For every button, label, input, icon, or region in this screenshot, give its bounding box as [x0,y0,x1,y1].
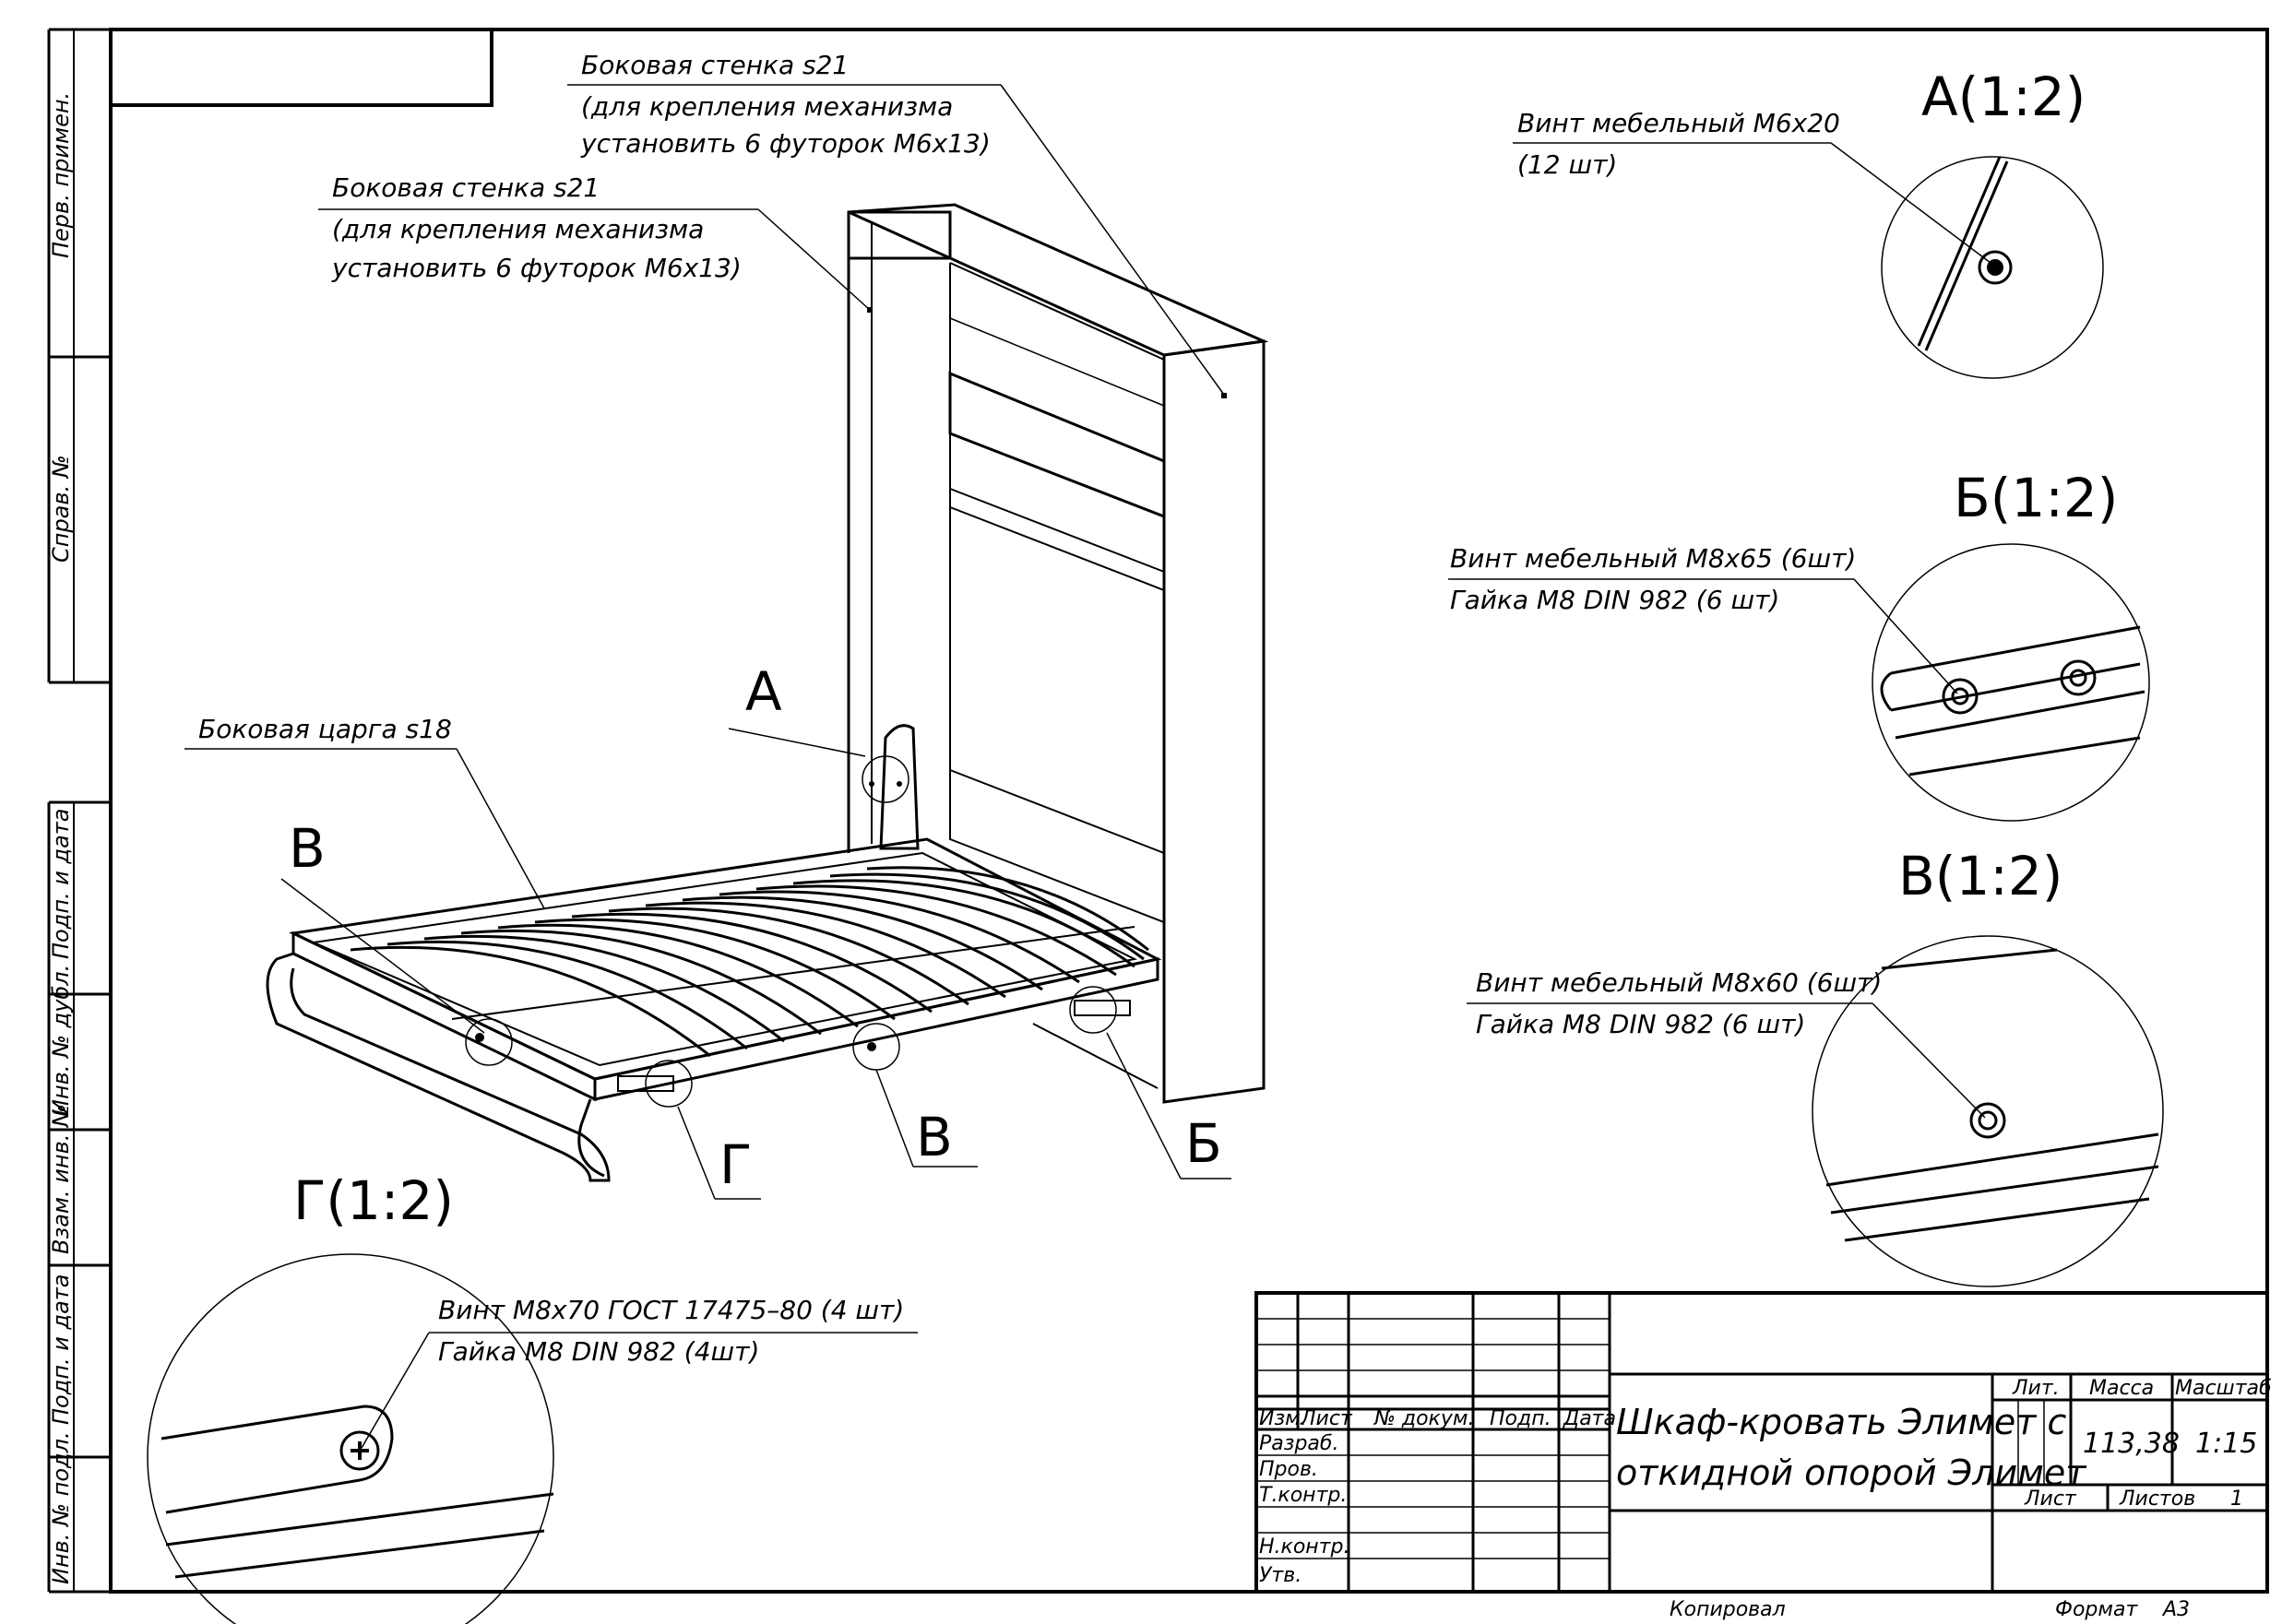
detail-g-line1: Винт М8х70 ГОСТ 17475–80 (4 шт) [438,1295,904,1325]
footer-format-label: Формат [2055,1598,2138,1621]
footer-format-value: А3 [2161,1598,2190,1621]
callout-wall-2-line1: Боковая стенка s21 [332,172,600,203]
title-block: Изм. Лист № докум. Подп. Дата Разраб. Пр… [1254,1291,2272,1594]
bed-slats [350,866,1149,1058]
tb-razrab: Разраб. [1259,1432,1338,1455]
tb-masshtab-value: 1:15 [2195,1428,2257,1460]
callout-wall-1-line1: Боковая стенка s21 [581,50,849,80]
detail-a-title: А(1:2) [1921,65,2086,128]
tb-nkontr: Н.контр. [1259,1535,1349,1559]
callout-wall-1-line3: установить 6 футорок М6х13) [580,128,991,159]
detail-v-line2: Гайка М8 DIN 982 (6 шт) [1476,1009,1805,1039]
tb-tkontr: Т.контр. [1259,1484,1347,1507]
detail-b: Б(1:2) Винт мебельный М8х65 (6шт) Гайка … [1448,467,2150,822]
tb-listov-value: 1 [2230,1488,2243,1511]
main-view-leaders [184,84,1231,1200]
detail-b-line2: Гайка М8 DIN 982 (6 шт) [1450,585,1779,615]
tb-massa-value: 113,38 [2083,1428,2180,1460]
detail-v-line1: Винт мебельный М8х60 (6шт) [1476,967,1882,998]
top-left-stamp [109,28,493,107]
tb-massa: Масса [2089,1377,2154,1400]
callout-wall-2-line3: установить 6 футорок М6х13) [331,253,742,283]
label-vzam-inv-no: Взам. инв. № [48,1104,74,1254]
label-sprav-no: Справ. № [48,455,74,563]
detail-g: Г(1:2) Винт М8х70 ГОСТ 17475–80 (4 шт) Г… [147,1169,918,1624]
detail-a-line2: (12 шт) [1517,149,1617,180]
detail-a: А(1:2) Винт мебельный М6х20 (12 шт) [1513,65,2104,379]
tb-name-line2: откидной опорой Элимет [1616,1452,2087,1493]
tb-listov-label: Листов [2119,1488,2195,1511]
callout-wall-2-line2: (для крепления механизма [332,214,704,244]
mark-a: А [745,660,782,723]
mark-v-bottom: В [916,1106,953,1168]
footer-kopiroval: Копировал [1670,1598,1786,1621]
tb-utv: Утв. [1259,1564,1302,1587]
tb-lit: Лит. [2012,1377,2060,1400]
detail-v: В(1:2) Винт мебельный М8х60 (6шт) Гайка … [1467,845,2164,1287]
label-perv-primen: Перв. примен. [48,92,74,258]
tb-masshtab: Масштаб [2175,1377,2272,1400]
tb-data: Дата [1563,1407,1616,1430]
tb-podp: Подп. [1490,1407,1551,1430]
tb-name-line1: Шкаф-кровать Элимет с [1616,1402,2066,1442]
callout-tsarga: Боковая царга s18 [198,714,452,744]
detail-a-line1: Винт мебельный М6х20 [1517,108,1840,138]
footer: Копировал Формат А3 [1670,1598,2190,1621]
drawing-frame [47,28,2269,1594]
tb-list-label: Лист [2024,1488,2077,1511]
detail-v-title: В(1:2) [1898,845,2062,907]
tb-prov: Пров. [1259,1458,1318,1481]
main-view-texts: Боковая стенка s21 (для крепления механи… [198,50,1222,1196]
label-podp-i-data-2: Подп. и дата [48,1274,74,1426]
side-column-labels: Перв. примен. Справ. № Подп. и дата Инв.… [48,92,74,1584]
tb-izm: Изм. [1259,1407,1307,1430]
detail-g-line2: Гайка М8 DIN 982 (4шт) [438,1336,759,1367]
mark-b: Б [1185,1112,1222,1175]
detail-b-line1: Винт мебельный М8х65 (6шт) [1450,543,1856,574]
label-inv-no-dubl: Инв. № дубл. [48,965,74,1116]
callout-wall-1-line2: (для крепления механизма [581,91,953,122]
bed-cabinet-view [266,203,1269,1182]
label-inv-no-podl: Инв. № подл. [48,1431,74,1584]
label-podp-i-data-1: Подп. и дата [48,809,74,960]
tb-no-dokum: № докум. [1373,1407,1474,1430]
mark-v-left: В [289,817,326,880]
mark-g: Г [719,1133,752,1196]
tb-list: Лист [1300,1407,1353,1430]
detail-b-title: Б(1:2) [1954,467,2118,529]
detail-g-title: Г(1:2) [293,1169,454,1232]
